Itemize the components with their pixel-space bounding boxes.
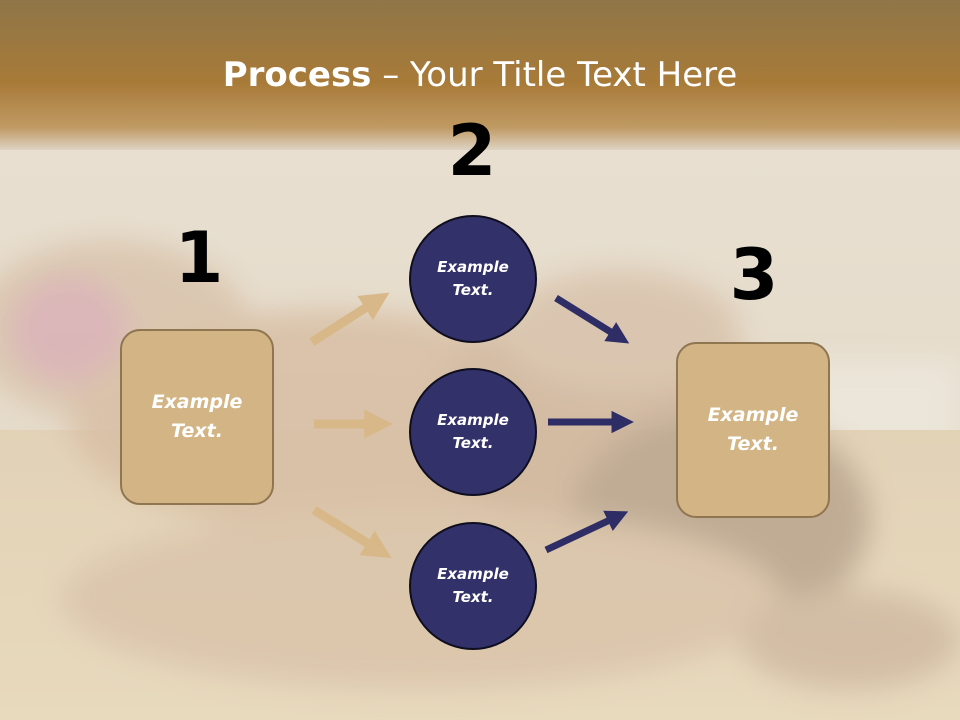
circle-top-label: Example Text. [437, 258, 509, 299]
title-rest: – Your Title Text Here [371, 55, 738, 95]
step-number-1: 1 [174, 217, 224, 299]
step-box-1[interactable]: Example Text. [120, 329, 274, 505]
circle-bottom[interactable]: Example Text. [409, 522, 537, 650]
step-box-3[interactable]: Example Text. [676, 342, 830, 518]
circle-top[interactable]: Example Text. [409, 215, 537, 343]
step-box-1-label: Example Text. [151, 391, 243, 442]
circle-middle-label: Example Text. [437, 411, 509, 452]
step-box-3-label: Example Text. [707, 404, 799, 455]
slide-title: Process – Your Title Text Here [0, 52, 960, 98]
step-number-2: 2 [447, 110, 497, 192]
step-number-3: 3 [729, 234, 779, 316]
circle-middle[interactable]: Example Text. [409, 368, 537, 496]
circle-bottom-label: Example Text. [437, 565, 509, 606]
title-bold: Process [222, 55, 372, 95]
